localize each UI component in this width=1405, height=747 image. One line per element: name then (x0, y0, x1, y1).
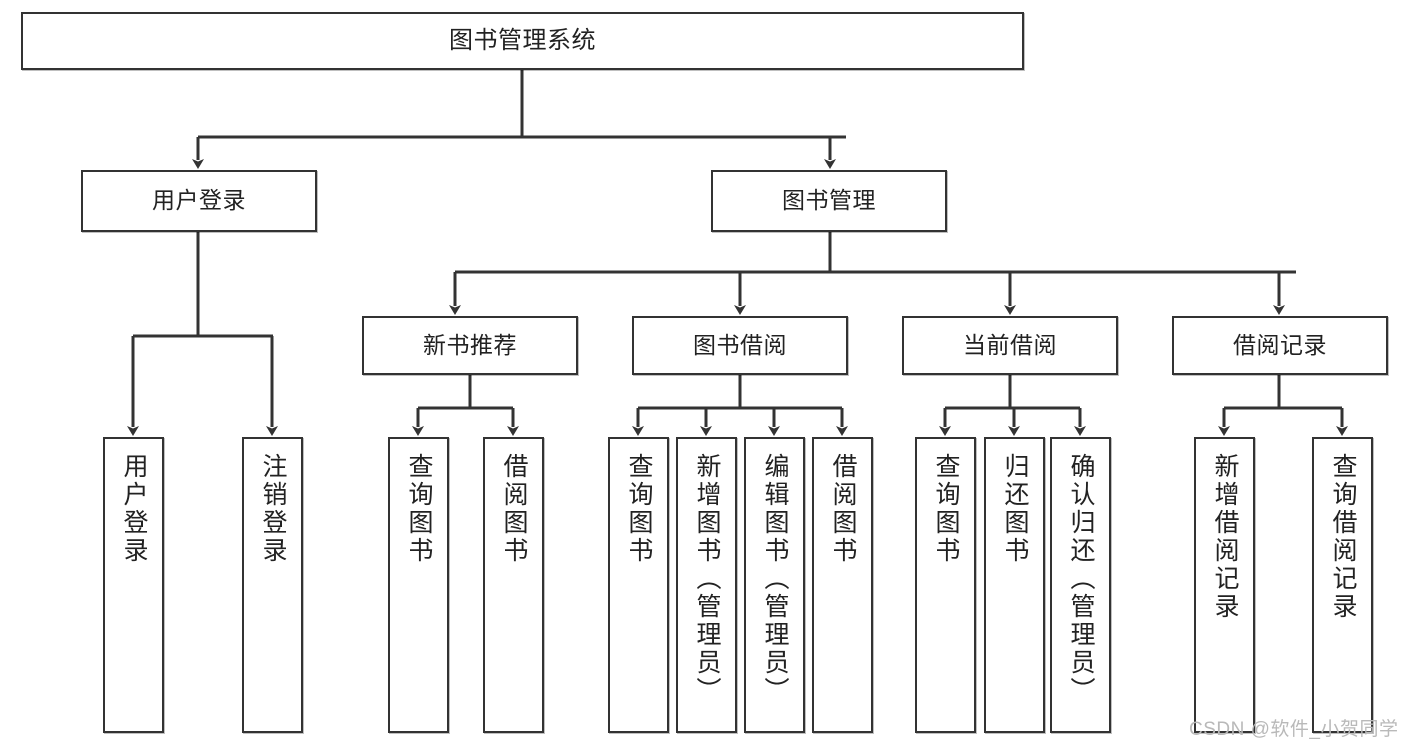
node-book-borrow[interactable]: 图书借阅 (632, 316, 848, 375)
leaf-search-book-borrow-label: 查询图书 (625, 453, 653, 565)
leaf-search-borrow-record[interactable]: 查询借阅记录 (1312, 437, 1373, 733)
leaf-search-book-current[interactable]: 查询图书 (915, 437, 976, 733)
node-current-borrow[interactable]: 当前借阅 (902, 316, 1118, 375)
leaf-edit-book-admin-label: 编辑图书（管理员） (761, 453, 789, 705)
leaf-borrow-book-newbook-label: 借阅图书 (500, 453, 528, 565)
leaf-search-book-newbook[interactable]: 查询图书 (388, 437, 449, 733)
leaf-add-book-admin[interactable]: 新增图书（管理员） (676, 437, 737, 733)
node-user-login[interactable]: 用户登录 (81, 170, 317, 232)
leaf-add-borrow-record[interactable]: 新增借阅记录 (1194, 437, 1255, 733)
node-new-book-recommend-label: 新书推荐 (423, 331, 517, 358)
leaf-user-login[interactable]: 用户登录 (103, 437, 164, 733)
node-root-label: 图书管理系统 (449, 26, 596, 54)
leaf-add-borrow-record-label: 新增借阅记录 (1211, 453, 1239, 621)
leaf-search-book-current-label: 查询图书 (932, 453, 960, 565)
leaf-return-book-label: 归还图书 (1001, 453, 1029, 565)
leaf-user-login-label: 用户登录 (120, 453, 148, 565)
leaf-return-book[interactable]: 归还图书 (984, 437, 1045, 733)
leaf-borrow-book-label: 借阅图书 (829, 453, 857, 565)
node-book-management[interactable]: 图书管理 (711, 170, 947, 232)
csdn-watermark: CSDN @软件_小贺同学 (1189, 719, 1399, 740)
leaf-borrow-book-newbook[interactable]: 借阅图书 (483, 437, 544, 733)
leaf-search-book-borrow[interactable]: 查询图书 (608, 437, 669, 733)
leaf-logout[interactable]: 注销登录 (242, 437, 303, 733)
leaf-borrow-book[interactable]: 借阅图书 (812, 437, 873, 733)
leaf-logout-label: 注销登录 (259, 453, 287, 565)
node-root[interactable]: 图书管理系统 (21, 12, 1024, 70)
node-borrow-records-label: 借阅记录 (1233, 331, 1327, 358)
leaf-search-borrow-record-label: 查询借阅记录 (1329, 453, 1357, 621)
node-book-borrow-label: 图书借阅 (693, 331, 787, 358)
node-new-book-recommend[interactable]: 新书推荐 (362, 316, 578, 375)
leaf-confirm-return-admin-label: 确认归还（管理员） (1067, 453, 1095, 705)
node-current-borrow-label: 当前借阅 (963, 331, 1057, 358)
node-book-management-label: 图书管理 (782, 187, 876, 214)
leaf-confirm-return-admin[interactable]: 确认归还（管理员） (1050, 437, 1111, 733)
leaf-add-book-admin-label: 新增图书（管理员） (693, 453, 721, 705)
node-borrow-records[interactable]: 借阅记录 (1172, 316, 1388, 375)
node-user-login-label: 用户登录 (152, 187, 246, 214)
leaf-search-book-newbook-label: 查询图书 (405, 453, 433, 565)
leaf-edit-book-admin[interactable]: 编辑图书（管理员） (744, 437, 805, 733)
